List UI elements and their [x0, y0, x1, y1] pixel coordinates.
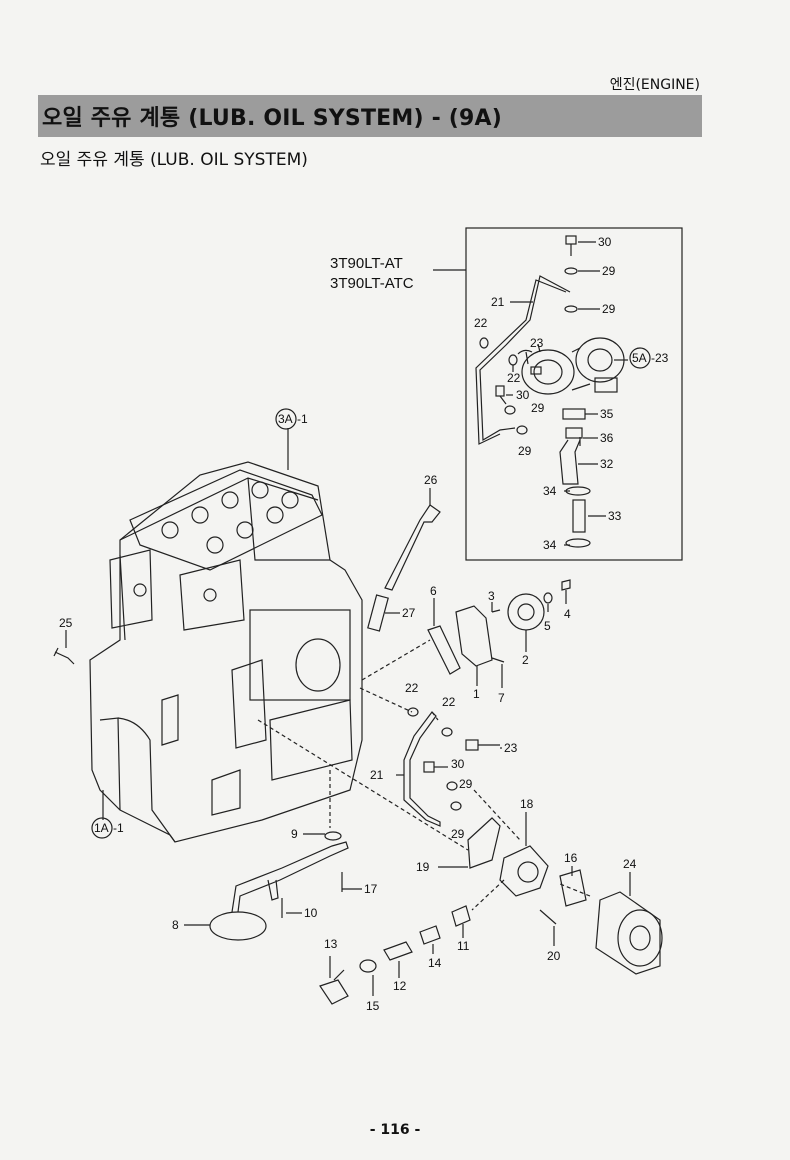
callout: 8: [172, 918, 179, 932]
title-bar: 오일 주유 계통 (LUB. OIL SYSTEM) - (9A): [38, 95, 702, 137]
callout: 30: [598, 235, 612, 249]
oil-pipe-upper: [479, 275, 571, 442]
callout: 33: [608, 509, 622, 523]
ref-circle: [629, 347, 651, 369]
callout: 23: [504, 741, 518, 755]
filter-bracket: [467, 817, 587, 925]
model-label: 3T90LT-ATC: [330, 275, 414, 292]
ref-circle: [91, 817, 113, 839]
callout: 10: [304, 906, 318, 920]
lower-pipe-fittings: [407, 707, 500, 811]
callout: 27: [402, 606, 416, 620]
page-subtitle: 오일 주유 계통 (LUB. OIL SYSTEM): [40, 150, 308, 170]
callout: 7: [498, 691, 505, 705]
callout: 9: [291, 827, 298, 841]
ref-label: 3A: [278, 412, 293, 426]
oil-filter: [595, 891, 663, 975]
oil-pipe-lower: [403, 711, 441, 827]
page-title: 오일 주유 계통 (LUB. OIL SYSTEM) - (9A): [42, 106, 503, 131]
callout: 29: [518, 444, 532, 458]
callout: 22: [474, 316, 488, 330]
callout: 20: [547, 949, 561, 963]
callout: 26: [424, 473, 438, 487]
oil-strainer: [209, 831, 349, 941]
callout: 22: [405, 681, 419, 695]
callout: 13: [324, 937, 338, 951]
callout: 29: [602, 264, 616, 278]
callout: 3: [488, 589, 495, 603]
callout: 12: [393, 979, 407, 993]
callout: 29: [451, 827, 465, 841]
engine-block: [89, 461, 363, 843]
callout: 36: [600, 431, 614, 445]
callout: 29: [602, 302, 616, 316]
section-label: 엔진(ENGINE): [609, 77, 700, 93]
ref-suffix: -1: [113, 821, 124, 835]
callout: 22: [507, 371, 521, 385]
callout: 21: [370, 768, 384, 782]
relief-valve-parts: [319, 905, 471, 1005]
callout: 15: [366, 999, 380, 1013]
dipstick: [384, 504, 441, 591]
assembly-lines: [257, 639, 591, 911]
callout: 34: [543, 538, 557, 552]
model-label: 3T90LT-AT: [330, 255, 403, 272]
oil-sensor: [53, 647, 75, 665]
callout: 19: [416, 860, 430, 874]
callout: 6: [430, 584, 437, 598]
callout: 16: [564, 851, 578, 865]
oil-pipe-upper-outline: [475, 279, 567, 445]
ref-circle: [275, 408, 297, 430]
ref-suffix: -1: [297, 412, 308, 426]
callout: 2: [522, 653, 529, 667]
callout: 30: [451, 757, 465, 771]
callout: 30: [516, 388, 530, 402]
callout: 29: [531, 401, 545, 415]
callout: 23: [530, 336, 544, 350]
callout: 14: [428, 956, 442, 970]
callout: 29: [459, 777, 473, 791]
callout: 24: [623, 857, 637, 871]
ref-label: 5A: [632, 351, 647, 365]
callout: 25: [59, 616, 73, 630]
callout: 35: [600, 407, 614, 421]
callout: 32: [600, 457, 614, 471]
callout: 34: [543, 484, 557, 498]
ref-suffix: -23: [651, 351, 669, 365]
callout: 5: [544, 619, 551, 633]
callout: 17: [364, 882, 378, 896]
callout: 11: [457, 939, 470, 953]
inset-box: [465, 227, 683, 561]
callout: 22: [442, 695, 456, 709]
inset-leaders: [506, 241, 628, 546]
callout: 1: [473, 687, 480, 701]
callout: 18: [520, 797, 534, 811]
page-number: - 116 -: [369, 1122, 421, 1138]
dipstick-guide: [367, 594, 389, 632]
ref-label: 1A: [94, 821, 109, 835]
callout: 21: [491, 295, 505, 309]
callout: 4: [564, 607, 571, 621]
